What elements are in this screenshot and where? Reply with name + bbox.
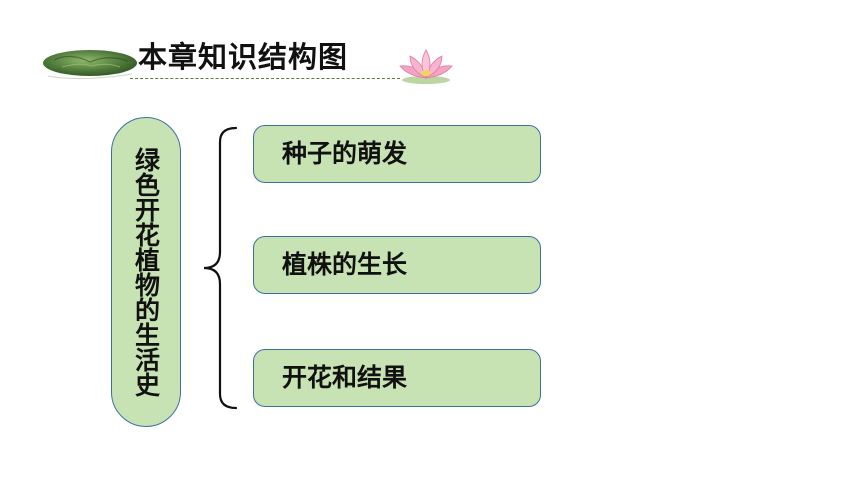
root-node: 绿色开花植物的生活史 [111, 117, 181, 427]
root-node-label: 绿色开花植物的生活史 [131, 147, 161, 397]
page-title: 本章知识结构图 [138, 40, 349, 74]
title-dashed-rule [130, 78, 400, 79]
branch-node-flowering-fruiting: 开花和结果 [253, 349, 541, 407]
lotus-flower-icon [399, 49, 453, 84]
curly-brace-icon [203, 126, 238, 410]
branch-node-plant-growth: 植株的生长 [253, 236, 541, 294]
slide-header: 本章知识结构图 [0, 0, 860, 100]
branch-node-label: 种子的萌发 [282, 139, 408, 168]
branch-node-label: 植株的生长 [282, 250, 408, 279]
lily-pad-icon [43, 50, 137, 80]
branch-node-seed-germination: 种子的萌发 [253, 125, 541, 183]
branch-node-label: 开花和结果 [282, 363, 408, 392]
